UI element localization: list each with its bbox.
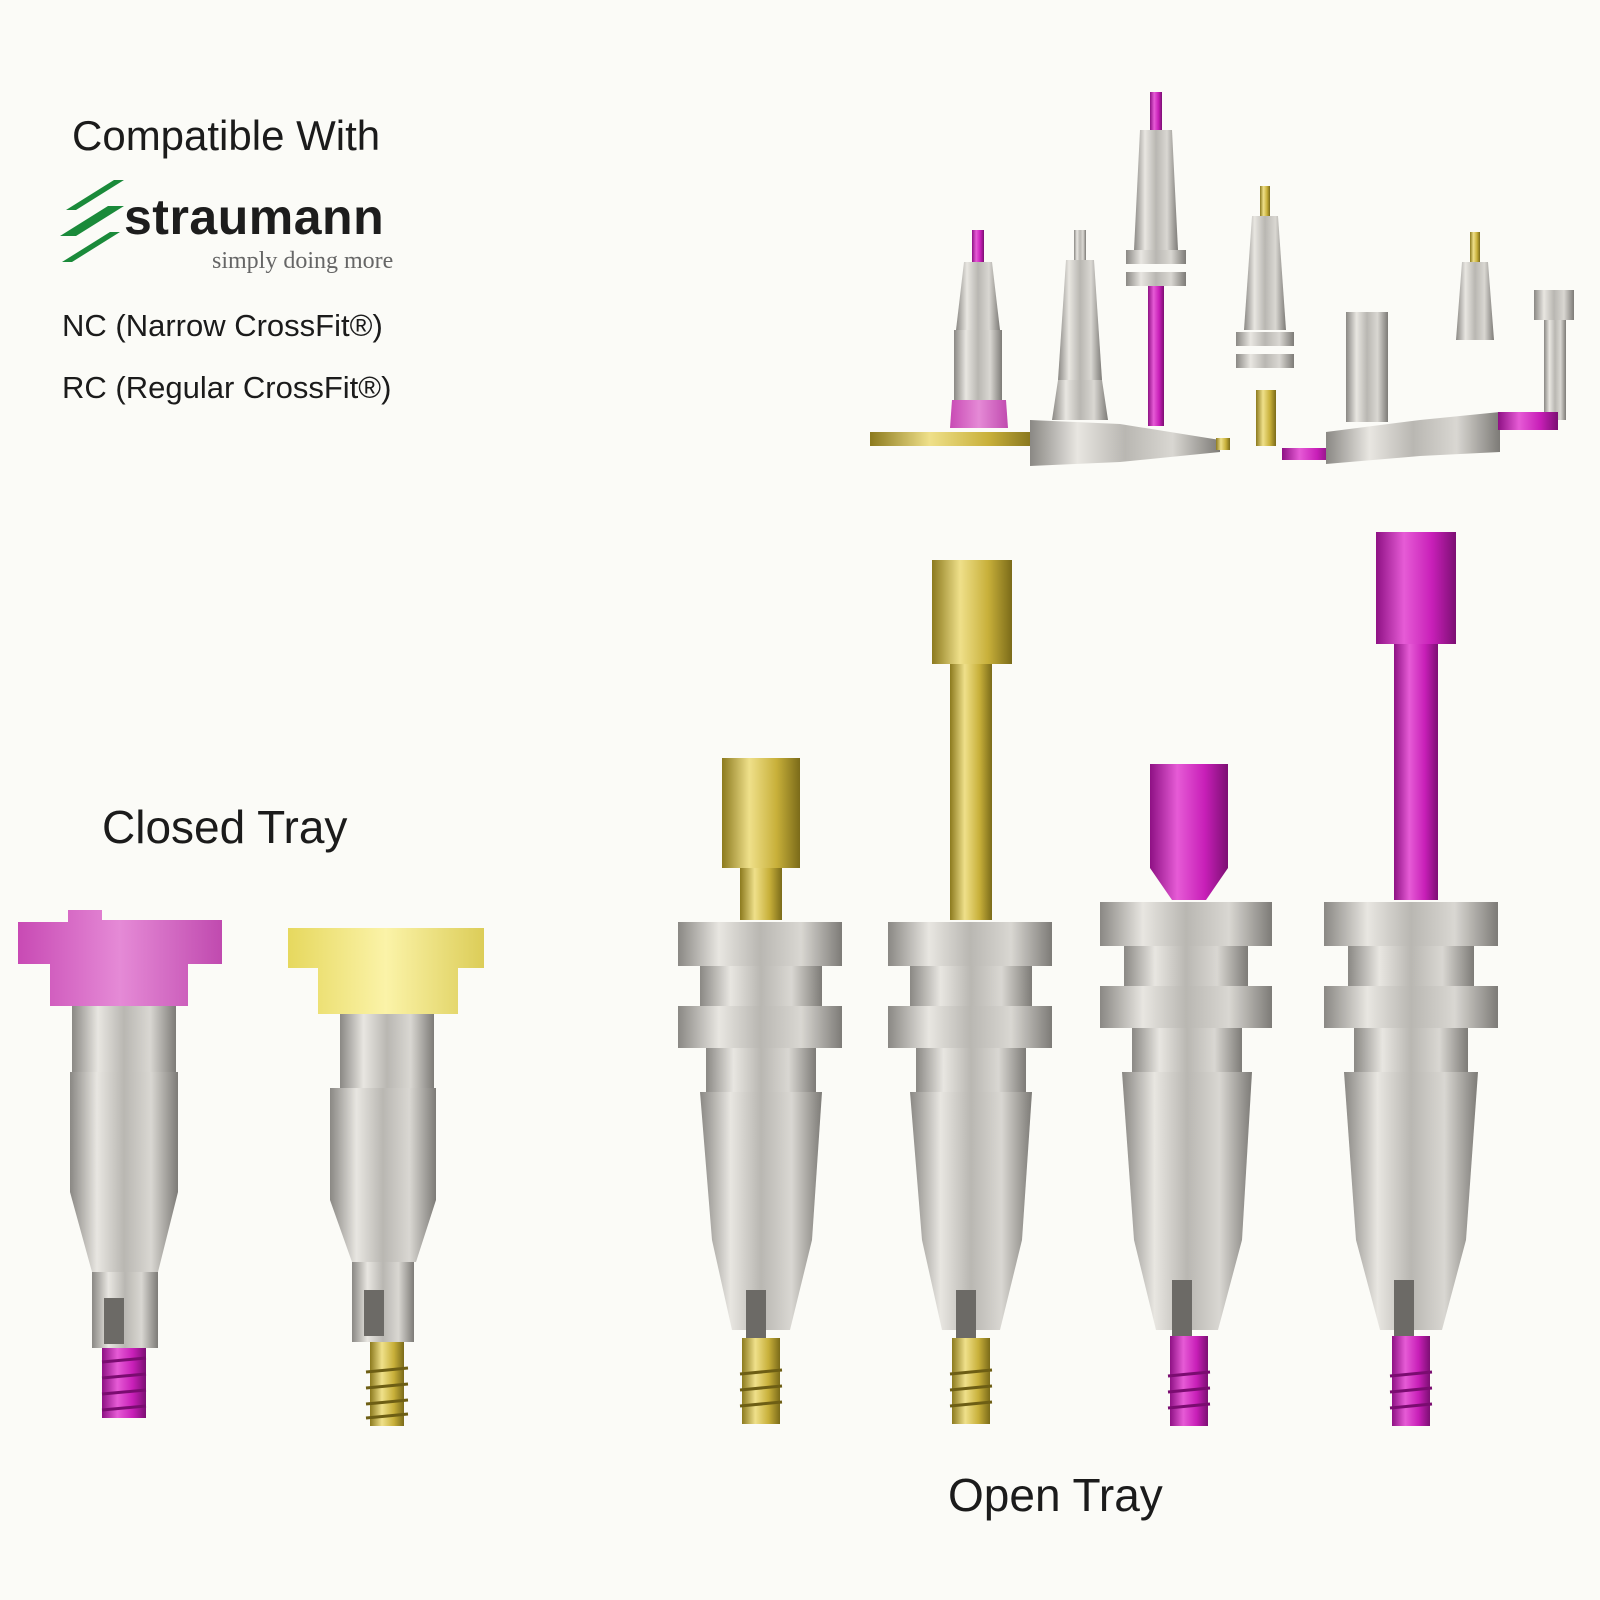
compatible-with-heading: Compatible With — [72, 112, 381, 159]
open-tray-coping-magenta-long — [1324, 532, 1498, 1426]
closed-tray-coping-nc — [18, 910, 222, 1418]
brand-tagline: simply doing more — [212, 248, 394, 274]
open-tray-coping-magenta-short — [1100, 764, 1272, 1426]
closed-tray-label: Closed Tray — [102, 801, 348, 853]
open-tray-label: Open Tray — [948, 1469, 1163, 1521]
closed-tray-coping-rc — [288, 928, 484, 1426]
open-tray-coping-gold-short — [678, 758, 842, 1424]
compat-rc: RC (Regular CrossFit®) — [62, 370, 392, 405]
compat-nc: NC (Narrow CrossFit®) — [62, 308, 383, 343]
straumann-logo-mark — [60, 180, 124, 262]
brand-name: straumann — [124, 189, 385, 245]
open-tray-coping-gold-long — [888, 560, 1052, 1424]
collage-group — [870, 92, 1574, 466]
